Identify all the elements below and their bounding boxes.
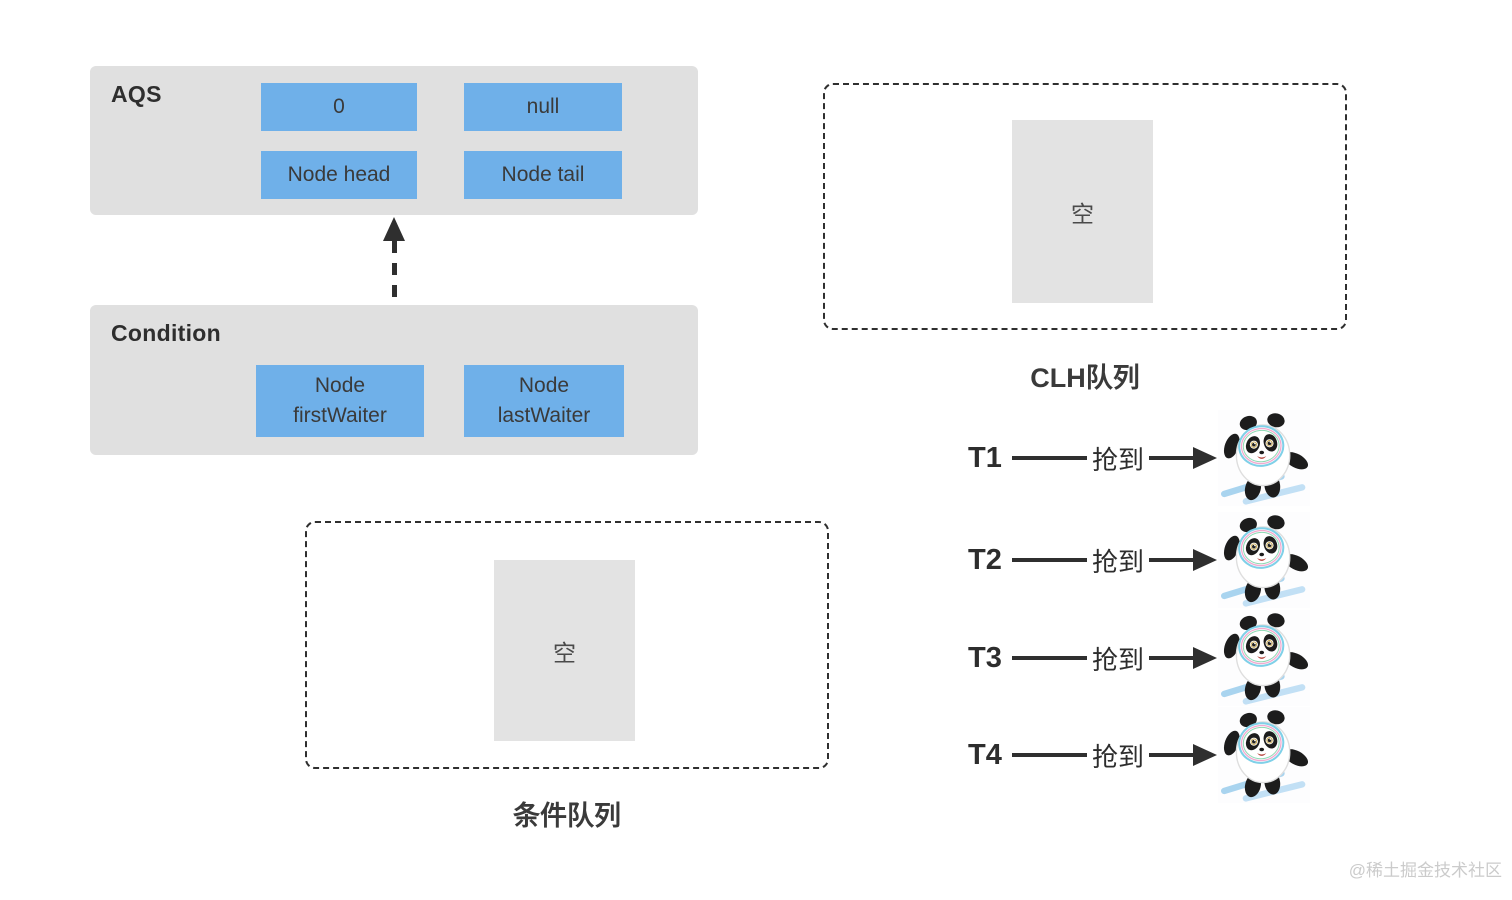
panda-mascot-icon [1218,410,1310,506]
cell-line: Node [314,374,366,397]
aqs-owner-cell: null [464,83,622,131]
thread-row-t2: T2 抢到 [968,512,1310,608]
thread-label: T1 [968,441,1002,474]
arrow-line [1149,656,1193,660]
clh-queue-caption: CLH队列 [1030,363,1140,393]
cell-line: firstWaiter [293,404,387,427]
thread-label: T4 [968,738,1002,771]
arrow-right-icon [1193,647,1217,669]
grab-label: 抢到 [1091,741,1144,772]
arrow-line [1011,753,1087,757]
clh-empty-node: 空 [1012,120,1153,303]
panda-mascot-icon [1218,707,1310,803]
grab-label: 抢到 [1091,644,1144,675]
arrow-right-icon [1193,744,1217,766]
arrow-line [1011,456,1087,460]
aqs-state-cell: 0 [261,83,417,131]
aqs-panel-title: AQS [111,81,162,107]
thread-row-t3: T3 抢到 [968,610,1310,706]
dashed-arrow-line [392,241,397,305]
watermark: @稀土掘金技术社区 [1348,861,1502,880]
arrow-line [1149,558,1193,562]
panda-mascot-icon [1218,512,1310,608]
clh-queue-box: 空 [823,83,1347,330]
arrow-line [1149,456,1193,460]
aqs-panel: AQS 0 null Node head Node tail [90,66,698,215]
condition-panel: Condition Node firstWaiter Node lastWait… [90,305,698,455]
thread-label: T2 [968,543,1002,576]
condition-first-waiter-cell: Node firstWaiter [256,365,424,437]
grab-label: 抢到 [1091,546,1144,577]
aqs-node-tail-cell: Node tail [464,151,622,199]
thread-row-t1: T1 抢到 [968,410,1310,506]
thread-label: T3 [968,641,1002,674]
condition-panel-title: Condition [111,320,221,346]
aqs-node-head-cell: Node head [261,151,417,199]
panda-mascot-icon [1218,610,1310,706]
thread-row-t4: T4 抢到 [968,707,1310,803]
grab-label: 抢到 [1091,444,1144,475]
arrow-line [1011,656,1087,660]
condition-queue-empty-node: 空 [494,560,635,741]
arrow-right-icon [1193,447,1217,469]
condition-queue-box: 空 [305,521,829,769]
arrow-line [1011,558,1087,562]
arrow-right-icon [1193,549,1217,571]
arrow-line [1149,753,1193,757]
arrow-up-icon [383,217,405,241]
cell-line: lastWaiter [497,404,591,427]
condition-last-waiter-cell: Node lastWaiter [464,365,624,437]
cell-line: Node [518,374,570,397]
condition-queue-caption: 条件队列 [513,801,621,831]
